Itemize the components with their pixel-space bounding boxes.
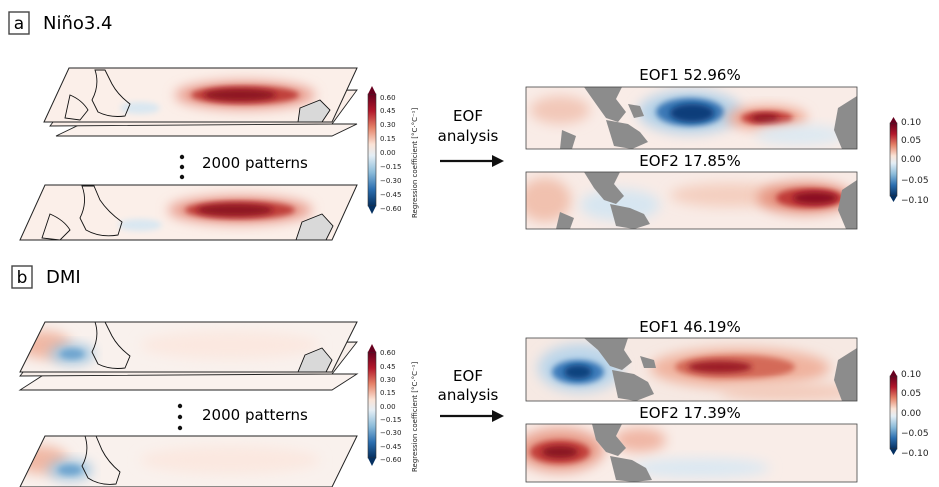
colorbar-tick-label: 0.30 <box>380 121 396 129</box>
ellipsis-dot <box>179 164 185 170</box>
panel-letter: b <box>17 268 28 288</box>
colorbar-tick-label: 0.00 <box>380 403 396 411</box>
eof-title: EOF1 52.96% <box>639 66 740 84</box>
arrow-icon <box>440 410 504 422</box>
eof-title: EOF2 17.39% <box>639 404 740 422</box>
colorbar-tick-label: −0.10 <box>901 449 929 459</box>
colorbar-axis-label: Regression coefficient [°C·°C⁻¹] <box>411 108 419 218</box>
eof-colorbar: 0.10 0.05 0.00 −0.05 −0.10 <box>889 370 929 459</box>
colorbar-tick-label: −0.60 <box>380 205 401 213</box>
ellipsis-dot <box>177 414 183 420</box>
panel-letter-box <box>11 265 33 289</box>
colorbar-tick-label: 0.45 <box>380 107 396 115</box>
input-colorbar: 0.60 0.45 0.30 0.15 0.00 −0.15 −0.30 −0.… <box>367 86 419 218</box>
colorbar-tick-label: −0.60 <box>380 456 401 464</box>
arrow-label: analysis <box>438 127 499 145</box>
colorbar-tick-label: −0.30 <box>380 429 401 437</box>
colorbar-axis-label: Regression coefficient [°C·°C⁻¹] <box>411 362 419 472</box>
colorbar-tick-label: 0.60 <box>380 349 396 357</box>
colorbar-tick-label: 0.10 <box>901 370 921 380</box>
colorbar-tick-label: −0.30 <box>380 177 401 185</box>
panel-a: a Niño3.4 2000 patterns <box>8 11 929 241</box>
colorbar-tick-label: −0.15 <box>380 416 401 424</box>
ellipsis-dot <box>177 403 183 409</box>
stacked-map-layer <box>18 373 359 391</box>
input-pattern-map <box>19 321 358 373</box>
input-pattern-map <box>19 184 358 241</box>
eof-map <box>525 171 858 230</box>
eof-map <box>525 337 858 402</box>
eof-title: EOF2 17.85% <box>639 152 740 170</box>
panel-title: DMI <box>46 267 81 288</box>
colorbar-tick-label: −0.05 <box>901 429 929 439</box>
colorbar-tick-label: 0.00 <box>901 155 921 165</box>
colorbar-tick-label: 0.30 <box>380 376 396 384</box>
colorbar-tick-label: 0.10 <box>901 118 921 128</box>
panel-b: b DMI 2000 patterns <box>11 265 929 487</box>
panel-letter: a <box>14 14 24 34</box>
input-colorbar: 0.60 0.45 0.30 0.15 0.00 −0.15 −0.30 −0.… <box>367 344 419 472</box>
eof-colorbar: 0.10 0.05 0.00 −0.05 −0.10 <box>889 117 929 206</box>
ellipsis-dot <box>179 154 185 160</box>
colorbar-tick-label: −0.10 <box>901 196 929 206</box>
colorbar-tick-label: 0.00 <box>901 409 921 419</box>
eof-map <box>525 423 858 483</box>
colorbar-tick-label: −0.45 <box>380 191 401 199</box>
panel-title: Niño3.4 <box>43 13 113 34</box>
input-pattern-map <box>19 435 358 487</box>
patterns-label: 2000 patterns <box>202 154 308 172</box>
arrow-label: EOF <box>453 107 483 125</box>
ellipsis-dot <box>179 174 185 180</box>
patterns-label: 2000 patterns <box>202 406 308 424</box>
colorbar-tick-label: 0.15 <box>380 389 396 397</box>
colorbar-tick-label: 0.00 <box>380 149 396 157</box>
colorbar-tick-label: 0.15 <box>380 135 396 143</box>
colorbar-tick-label: −0.45 <box>380 443 401 451</box>
colorbar-tick-label: 0.05 <box>901 389 921 399</box>
eof-map <box>525 86 858 150</box>
panel-letter-box <box>8 11 30 35</box>
arrow-icon <box>440 155 504 167</box>
input-pattern-map <box>43 67 358 123</box>
arrow-label: analysis <box>438 386 499 404</box>
colorbar-tick-label: −0.15 <box>380 163 401 171</box>
colorbar-tick-label: 0.05 <box>901 136 921 146</box>
arrow-label: EOF <box>453 367 483 385</box>
colorbar-tick-label: 0.45 <box>380 363 396 371</box>
eof-title: EOF1 46.19% <box>639 318 740 336</box>
colorbar-tick-label: 0.60 <box>380 94 396 102</box>
ellipsis-dot <box>177 425 183 431</box>
colorbar-tick-label: −0.05 <box>901 176 929 186</box>
